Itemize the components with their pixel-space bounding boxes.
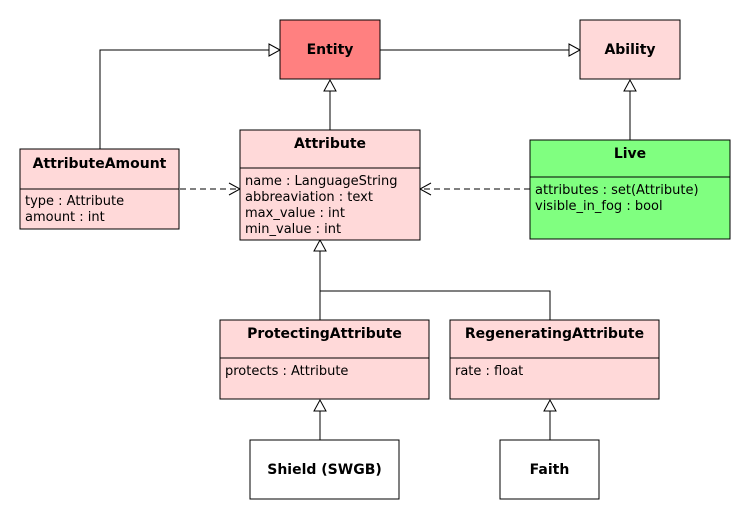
class-faith-box (499, 439, 600, 500)
class-entity[interactable]: Entity (279, 19, 381, 80)
class-attribute-title: Attribute (294, 136, 366, 152)
edge-attributeamount-entity (99, 43, 282, 149)
class-faith[interactable]: Faith (499, 439, 600, 500)
edge-shield-protectingattribute (313, 398, 327, 440)
class-ability-box (579, 19, 681, 80)
class-live-field: attributes : set(Attribute) (535, 183, 699, 198)
class-attribute-field: max_value : int (245, 206, 345, 221)
generalization-arrowhead (543, 398, 557, 412)
class-attribute-box (239, 129, 421, 241)
edge-attributeamount-attribute (180, 182, 242, 196)
class-attribute[interactable]: Attribute name : LanguageString abbreavi… (239, 129, 421, 241)
edge-entity-ability (380, 43, 582, 57)
class-protectingattribute-title: ProtectingAttribute (247, 326, 402, 342)
class-entity-box (279, 19, 381, 80)
class-shield[interactable]: Shield (SWGB) (249, 439, 400, 500)
generalization-arrowhead (268, 43, 282, 57)
class-protectingattribute[interactable]: ProtectingAttribute protects : Attribute (219, 319, 430, 400)
class-protectingattribute-box (219, 319, 430, 400)
class-ability[interactable]: Ability (579, 19, 681, 80)
class-attributeamount-field: type : Attribute (25, 194, 124, 209)
class-ability-title: Ability (604, 42, 655, 58)
edge-live-ability (623, 78, 637, 140)
class-live-field: visible_in_fog : bool (535, 199, 663, 214)
class-faith-title: Faith (530, 462, 570, 478)
class-shield-box (249, 439, 400, 500)
class-entity-title: Entity (307, 42, 354, 58)
class-regeneratingattribute-field: rate : float (455, 364, 523, 379)
class-live-box (529, 139, 731, 240)
edge-attribute-entity (323, 78, 337, 130)
generalization-arrowhead (313, 398, 327, 412)
class-live-title: Live (614, 146, 646, 162)
class-protectingattribute-field: protects : Attribute (225, 364, 348, 379)
class-attribute-field: min_value : int (245, 222, 341, 237)
class-live[interactable]: Live attributes : set(Attribute) visible… (529, 139, 731, 240)
generalization-arrowhead (568, 43, 582, 57)
edge-live-attribute (418, 182, 530, 196)
class-regeneratingattribute-title: RegeneratingAttribute (465, 326, 644, 342)
class-attributeamount-field: amount : int (25, 210, 105, 225)
class-attributeamount[interactable]: AttributeAmount type : Attribute amount … (19, 148, 180, 230)
edge-faith-regeneratingattribute (543, 398, 557, 440)
class-attribute-field: name : LanguageString (245, 174, 397, 189)
class-attributeamount-title: AttributeAmount (33, 156, 167, 172)
generalization-arrowhead (623, 78, 637, 92)
class-shield-title: Shield (SWGB) (267, 462, 382, 478)
class-attribute-field: abbreaviation : text (245, 190, 373, 205)
edge-subattributes-attribute (313, 238, 551, 320)
class-regeneratingattribute[interactable]: RegeneratingAttribute rate : float (449, 319, 660, 400)
generalization-arrowhead (323, 78, 337, 92)
class-regeneratingattribute-box (449, 319, 660, 400)
generalization-arrowhead (313, 238, 327, 252)
